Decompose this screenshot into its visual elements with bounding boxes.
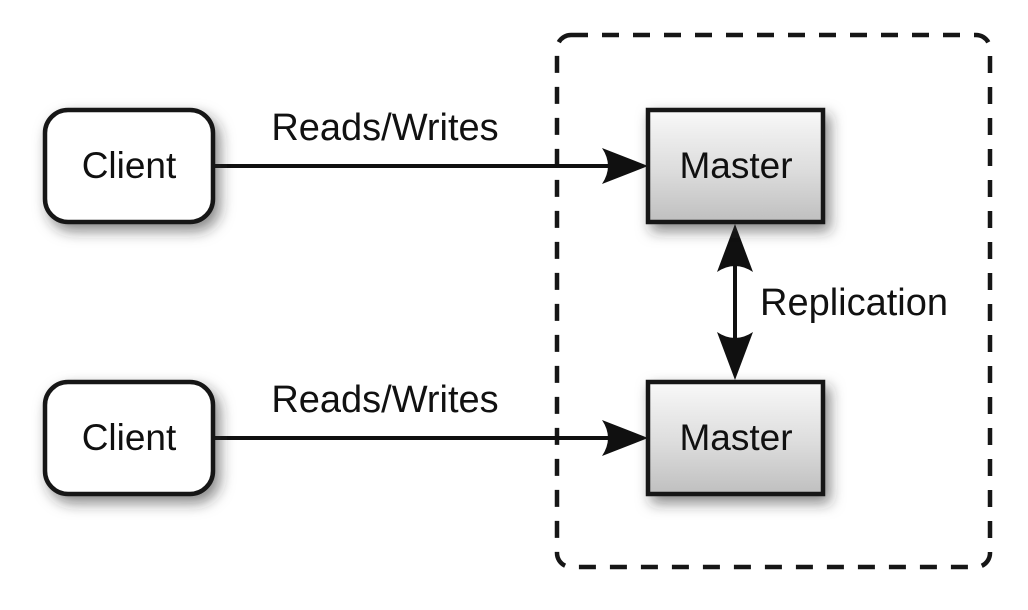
replication-boundary bbox=[554, 32, 993, 570]
arrowhead-reads-writes-bottom bbox=[602, 420, 648, 456]
node-master-bottom-box[interactable] bbox=[645, 379, 826, 497]
arrowhead-replication-up bbox=[717, 224, 753, 272]
node-client-top-label: Client bbox=[82, 145, 177, 186]
replication-boundary-group bbox=[554, 32, 993, 570]
edge-label-reads-writes-bottom: Reads/Writes bbox=[271, 379, 498, 421]
node-client-top[interactable]: Client bbox=[42, 107, 216, 225]
node-client-bottom-box[interactable] bbox=[42, 379, 216, 497]
arrowhead-reads-writes-top bbox=[602, 148, 648, 184]
edge-label-replication: Replication bbox=[760, 282, 948, 324]
node-client-bottom[interactable]: Client bbox=[42, 379, 216, 497]
node-client-top-box[interactable] bbox=[42, 107, 216, 225]
node-master-top-label: Master bbox=[679, 145, 792, 186]
node-master-bottom[interactable]: Master bbox=[645, 379, 826, 497]
edge-reads-writes-top: Reads/Writes bbox=[213, 107, 648, 184]
node-client-bottom-label: Client bbox=[82, 417, 177, 458]
node-master-bottom-label: Master bbox=[679, 417, 792, 458]
edge-replication: Replication bbox=[717, 224, 948, 380]
arrowhead-replication-down bbox=[717, 332, 753, 380]
edge-label-reads-writes-top: Reads/Writes bbox=[271, 107, 498, 149]
node-master-top-box[interactable] bbox=[645, 107, 826, 225]
edge-reads-writes-bottom: Reads/Writes bbox=[213, 379, 648, 456]
node-master-top[interactable]: Master bbox=[645, 107, 826, 225]
